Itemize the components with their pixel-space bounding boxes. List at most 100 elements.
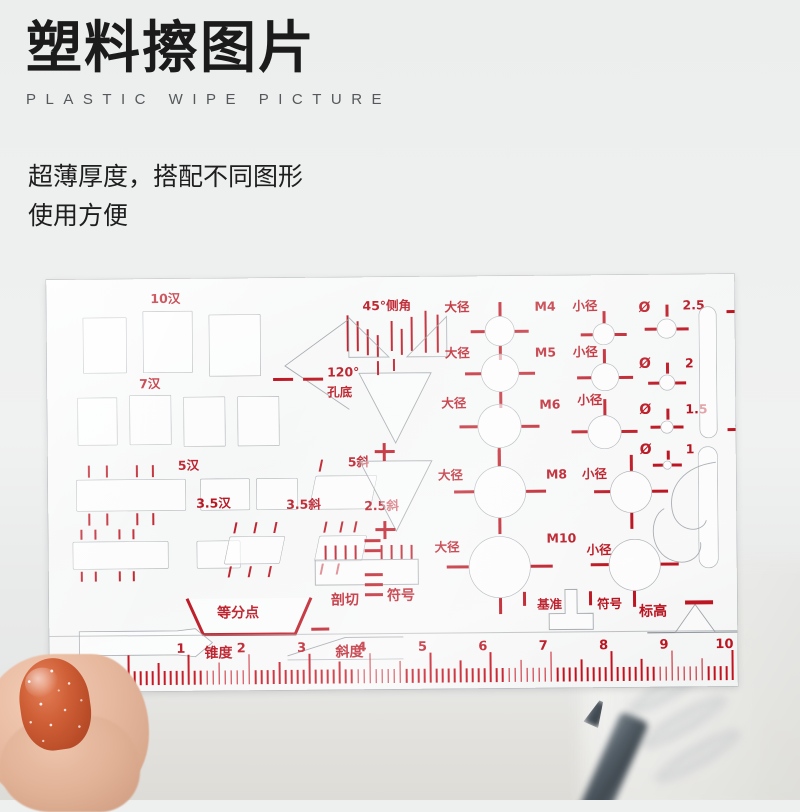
fingernail: [13, 653, 97, 755]
symbol-label-symbol-center: 符号: [386, 587, 416, 605]
thread-major-circle-m8: [473, 465, 527, 519]
ruler-major-tick: [248, 654, 251, 685]
ruler-minor-tick: [224, 670, 227, 685]
hatch-tick: [390, 544, 393, 560]
thread-major-circle-m6: [477, 403, 522, 449]
slot-cutout: [75, 478, 187, 512]
ruler-minor-tick: [393, 668, 396, 683]
ruler-minor-tick: [556, 667, 559, 682]
ruler-minor-tick: [405, 668, 408, 683]
ruler-major-tick: [308, 653, 311, 684]
ruler-minor-tick: [381, 669, 384, 684]
edge-slot-cutout: [698, 306, 718, 439]
triangle-cutout-upper: [358, 372, 432, 444]
thread-minor-circle-m6: [587, 414, 622, 450]
ruler-number: 2: [236, 641, 246, 657]
ruler-minor-tick: [302, 669, 305, 684]
char-box-cutout: [208, 314, 262, 377]
page-subtitle: PLASTIC WIPE PICTURE: [26, 90, 392, 108]
ruler-major-tick: [429, 652, 432, 683]
hatch-tick: [334, 545, 337, 560]
ruler-minor-tick: [574, 667, 577, 682]
ruler-minor-tick: [689, 666, 692, 681]
ruler-minor-tick: [272, 670, 275, 685]
ruler-minor-tick: [290, 669, 293, 684]
center-mark: [459, 425, 478, 429]
ruler-minor-tick: [683, 666, 686, 681]
hatch-tick: [324, 545, 327, 560]
thread-major-label-m4: 大径: [444, 299, 470, 315]
symbol-bar: [364, 583, 383, 587]
scale-tick: [247, 566, 252, 578]
scale-tick: [376, 361, 380, 376]
center-mark: [580, 333, 593, 337]
tagline-line-2: 使用方便: [28, 200, 129, 230]
ruler-number: 10: [715, 637, 734, 653]
ruler-minor-tick: [532, 667, 535, 682]
scale-tick: [80, 529, 83, 540]
ruler-minor-tick: [586, 667, 589, 682]
center-mark: [632, 590, 637, 607]
ruler-major-tick: [187, 654, 190, 685]
ruler-minor-tick: [266, 670, 269, 685]
ruler-number: 6: [478, 639, 488, 655]
hatch-tick: [410, 544, 413, 559]
ruler-minor-tick: [417, 668, 420, 683]
datum-tick: [522, 591, 527, 606]
center-mark: [630, 512, 634, 529]
ruler-minor-tick: [592, 667, 595, 682]
ruler-minor-tick: [447, 668, 450, 683]
center-mark: [650, 425, 661, 429]
diameter-symbol-1_5: Ø: [639, 401, 652, 418]
slot-cutout: [72, 540, 169, 570]
ruler-number: 3: [297, 640, 307, 656]
char-box-label-7han: 7汉: [139, 376, 161, 392]
tagline-line-1: 超薄厚度，搭配不同图形: [28, 162, 304, 191]
ruler-minor-tick: [260, 670, 263, 685]
thread-major-circle-m10: [468, 535, 532, 599]
ruler-minor-tick: [357, 669, 359, 684]
ruler-mid-tick: [520, 659, 523, 682]
center-mark: [514, 329, 529, 333]
ruler-minor-tick: [326, 669, 329, 684]
ruler-mid-tick: [338, 661, 341, 684]
center-mark: [499, 598, 503, 615]
ruler-minor-tick: [351, 669, 353, 684]
center-mark: [497, 450, 501, 467]
diameter-circle-2_5: [656, 318, 677, 339]
ruler-minor-tick: [441, 668, 444, 683]
thread-major-label-m6: 大径: [441, 395, 467, 411]
ruler-minor-tick: [653, 666, 655, 681]
center-mark: [577, 376, 592, 380]
datum-symbol-shape: [548, 588, 594, 631]
scale-tick: [132, 529, 135, 540]
ruler-minor-tick: [598, 667, 601, 682]
char-box-cutout: [82, 317, 128, 374]
scale-tick: [151, 465, 154, 478]
ruler-minor-tick: [604, 667, 607, 682]
center-mark: [470, 330, 485, 334]
ruler-mid-tick: [640, 658, 643, 681]
thread-major-label-m8: 大径: [437, 467, 464, 483]
center-mark: [446, 565, 469, 569]
ruler-minor-tick: [423, 668, 426, 683]
ruler-number: 4: [357, 640, 367, 656]
center-mark: [665, 362, 670, 374]
center-mark: [454, 490, 475, 494]
dimension-arrow-shape: [734, 315, 738, 427]
scale-tick: [118, 529, 121, 540]
ruler-minor-tick: [411, 668, 414, 683]
ruler-minor-tick: [435, 668, 438, 683]
scale-tick: [392, 358, 396, 371]
slant-label-3_5xie: 3.5斜: [286, 496, 321, 512]
char-box-cutout: [142, 310, 194, 374]
scale-tick: [323, 521, 328, 533]
thread-size-label-m10: M10: [546, 530, 577, 546]
ruler-minor-tick: [453, 668, 456, 683]
symbol-label-section-cut: 剖切: [330, 592, 360, 609]
center-mark: [648, 381, 660, 385]
curve-template-shape: [652, 461, 716, 563]
diameter-symbol-1: Ø: [639, 441, 652, 458]
diameter-value-1: 1: [685, 441, 695, 457]
ruler-minor-tick: [194, 670, 196, 685]
